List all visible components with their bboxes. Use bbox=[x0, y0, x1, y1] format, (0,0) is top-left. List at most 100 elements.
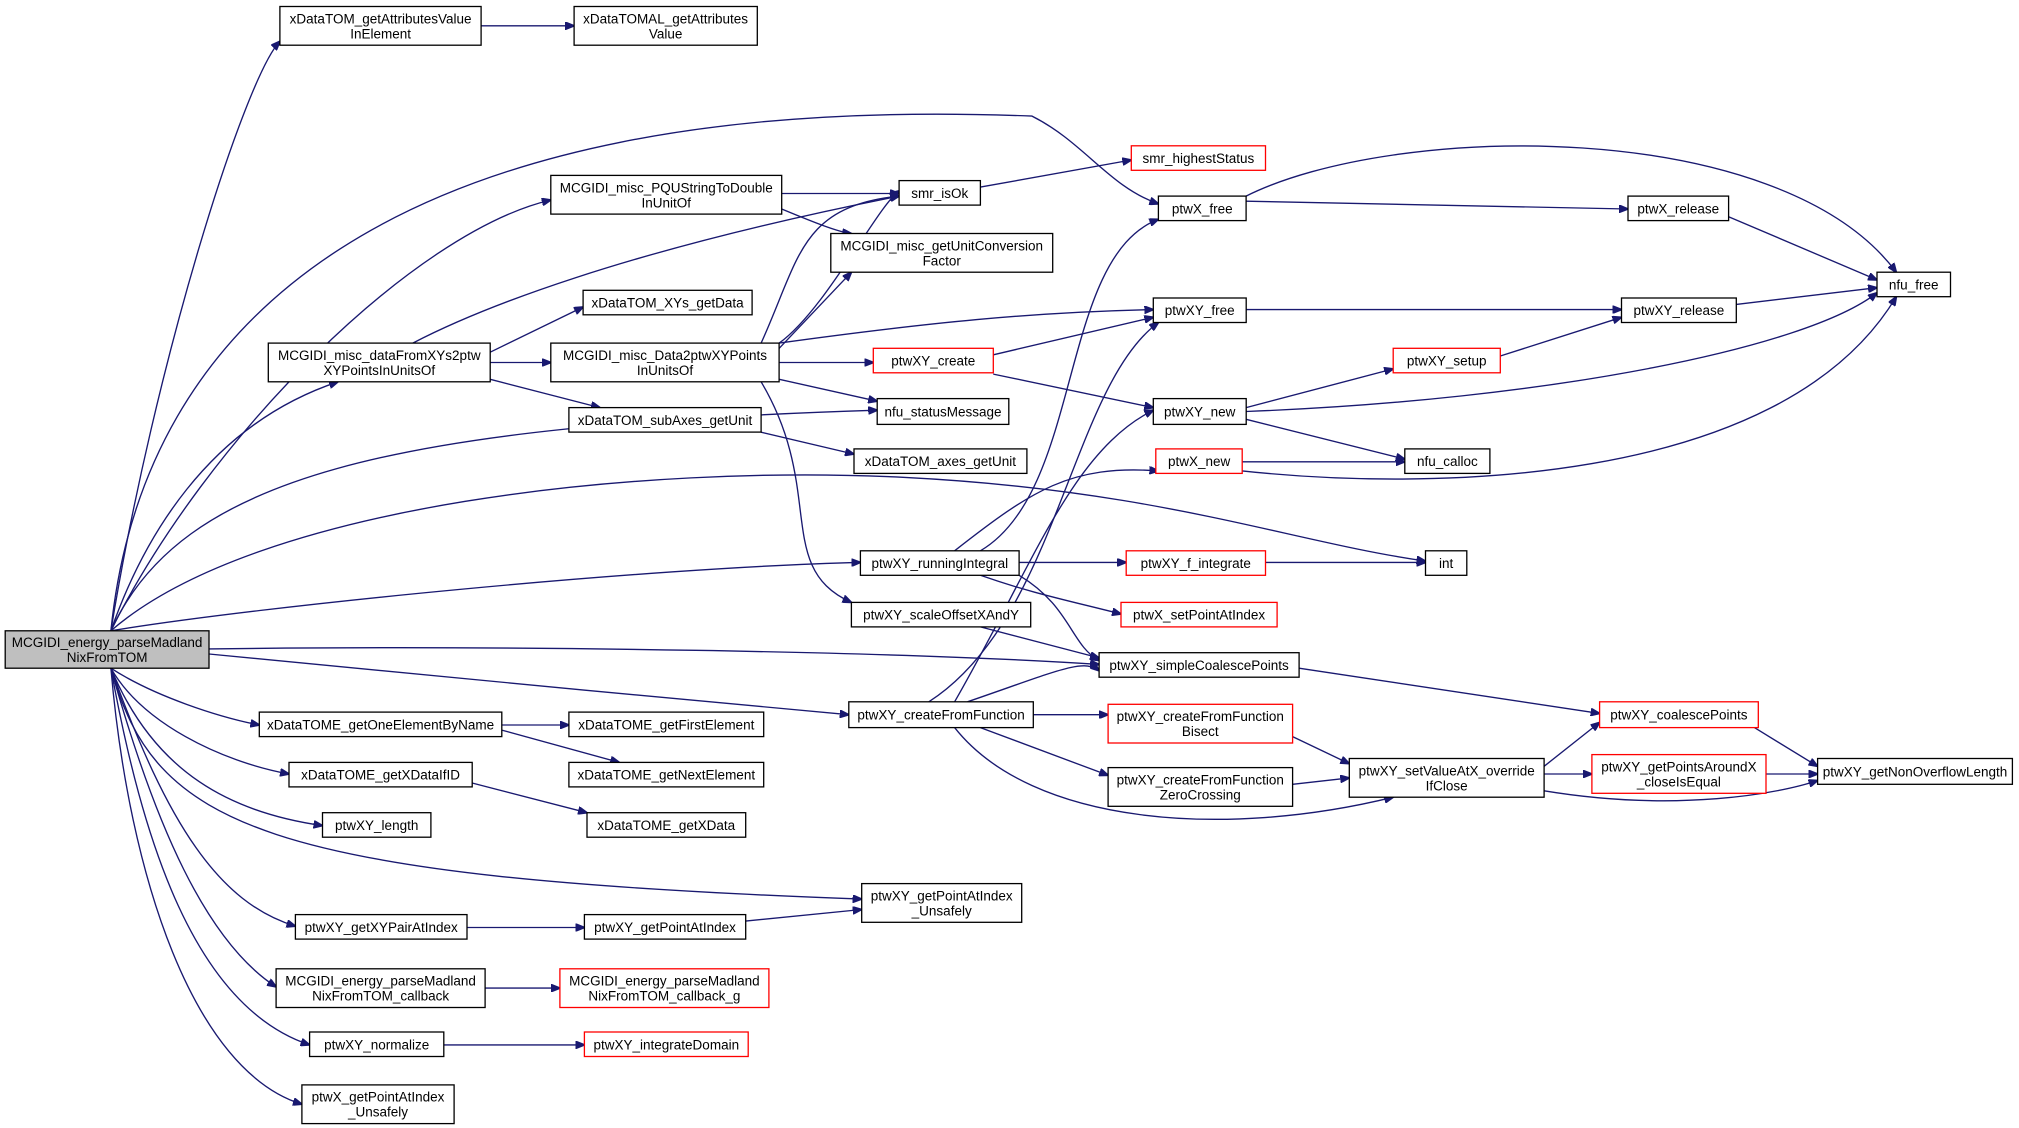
call-edge bbox=[967, 666, 1100, 703]
function-node-create-from-fn[interactable]: ptwXY_createFromFunction bbox=[848, 701, 1034, 729]
node-label-line: ptwX_new bbox=[1168, 454, 1231, 469]
function-node-smr-highest[interactable]: smr_highestStatus bbox=[1130, 145, 1267, 171]
call-edge bbox=[110, 668, 276, 987]
function-node-callback-g[interactable]: MCGIDI_energy_parseMadlandNixFromTOM_cal… bbox=[559, 968, 770, 1009]
function-node-xy-pair-at[interactable]: ptwXY_getXYPairAtIndex bbox=[294, 913, 468, 940]
call-edge bbox=[760, 431, 854, 454]
function-node-nfu-status[interactable]: nfu_statusMessage bbox=[876, 397, 1010, 426]
node-label-line: ptwXY_free bbox=[1165, 303, 1235, 318]
node-label-line: _closeIsEqual bbox=[1636, 775, 1721, 790]
edge-layer bbox=[110, 26, 1896, 1104]
node-box bbox=[288, 761, 473, 788]
call-edge bbox=[110, 667, 296, 926]
call-edge bbox=[110, 410, 877, 632]
function-node-nfu-free[interactable]: nfu_free bbox=[1876, 271, 1952, 298]
node-label-line: ptwXY_create bbox=[891, 354, 975, 369]
call-edge bbox=[928, 323, 1159, 703]
node-box bbox=[872, 347, 994, 374]
function-node-x-data-if-i-d[interactable]: xDataTOME_getXDataIfID bbox=[288, 761, 473, 788]
function-node-ptw-xnew[interactable]: ptwX_new bbox=[1155, 448, 1243, 475]
function-node-simple-coalesce[interactable]: ptwXY_simpleCoalescePoints bbox=[1098, 652, 1300, 678]
call-edge bbox=[471, 782, 587, 813]
call-edge bbox=[1246, 200, 1628, 209]
function-node-get-x-data[interactable]: xDataTOME_getXData bbox=[586, 812, 747, 838]
function-node-smr-is-ok[interactable]: smr_isOk bbox=[898, 179, 982, 206]
function-node-f-integrate[interactable]: ptwXY_f_integrate bbox=[1125, 550, 1267, 576]
call-edge bbox=[412, 196, 899, 344]
function-node-sub-axes[interactable]: xDataTOM_subAxes_getUnit bbox=[568, 406, 762, 433]
node-box bbox=[1591, 753, 1767, 794]
function-node-ptw-x-yfree[interactable]: ptwXY_free bbox=[1152, 297, 1247, 324]
function-node-coalesce[interactable]: ptwXY_coalescePoints bbox=[1598, 701, 1759, 729]
function-node-int[interactable]: int bbox=[1424, 550, 1468, 576]
call-edge bbox=[760, 196, 899, 344]
function-node-xys-get-data[interactable]: xDataTOM_XYs_getData bbox=[582, 289, 753, 316]
function-node-ptw-xfree[interactable]: ptwX_free bbox=[1157, 195, 1247, 222]
function-node-callback[interactable]: MCGIDI_energy_parseMadlandNixFromTOM_cal… bbox=[275, 968, 486, 1009]
node-box bbox=[568, 406, 762, 433]
function-node-ptw-x-ysetup[interactable]: ptwXY_setup bbox=[1392, 347, 1501, 374]
node-label-line: ptwXY_setup bbox=[1407, 354, 1487, 369]
node-label-line: IfClose bbox=[1426, 778, 1468, 793]
node-box bbox=[1152, 297, 1247, 324]
function-node-non-overflow[interactable]: ptwXY_getNonOverflowLength bbox=[1816, 757, 2014, 785]
function-node-one-el-by-name[interactable]: xDataTOME_getOneElementByName bbox=[258, 711, 503, 738]
node-box bbox=[876, 397, 1010, 426]
call-edge bbox=[1500, 317, 1621, 357]
node-label-line: ptwXY_getXYPairAtIndex bbox=[305, 920, 458, 935]
function-node-nfu-calloc[interactable]: nfu_calloc bbox=[1404, 448, 1491, 475]
function-node-integ-domain[interactable]: ptwXY_integrateDomain bbox=[583, 1031, 749, 1058]
function-node-tomal-get-attr[interactable]: xDataTOMAL_getAttributesValue bbox=[573, 5, 758, 46]
node-label-line: NixFromTOM_callback bbox=[312, 989, 449, 1004]
node-label-line: ptwXY_getPointsAroundX bbox=[1601, 760, 1756, 775]
node-label-line: _Unsafely bbox=[347, 1105, 408, 1120]
node-label-line: nfu_calloc bbox=[1417, 454, 1478, 469]
call-edge bbox=[489, 307, 583, 353]
function-node-ptw-xrelease[interactable]: ptwX_release bbox=[1627, 195, 1730, 222]
node-label-line: InUnitsOf bbox=[637, 363, 694, 378]
call-edge bbox=[208, 653, 849, 715]
call-edge bbox=[1292, 778, 1350, 785]
function-node-set-point-at[interactable]: ptwX_setPointAtIndex bbox=[1120, 601, 1278, 628]
call-edge bbox=[778, 272, 851, 349]
function-node-x-unsafely[interactable]: ptwX_getPointAtIndex_Unsafely bbox=[301, 1084, 455, 1125]
node-label-line: ptwXY_createFromFunction bbox=[1117, 772, 1284, 787]
function-node-axes-get-unit[interactable]: xDataTOM_axes_getUnit bbox=[853, 448, 1028, 475]
call-edge bbox=[954, 727, 1394, 820]
function-node-pt-at[interactable]: ptwXY_getPointAtIndex bbox=[583, 913, 747, 940]
node-label-line: MCGIDI_misc_getUnitConversion bbox=[840, 238, 1043, 253]
node-label-line: ptwX_free bbox=[1172, 201, 1233, 216]
function-node-xy-length[interactable]: ptwXY_length bbox=[321, 812, 432, 838]
node-label-line: xDataTOM_axes_getUnit bbox=[865, 454, 1017, 469]
function-node-run-int[interactable]: ptwXY_runningIntegral bbox=[859, 550, 1020, 576]
node-label-line: ptwXY_setValueAtX_override bbox=[1359, 763, 1535, 778]
node-box bbox=[568, 711, 765, 738]
function-node-scale-offset[interactable]: ptwXY_scaleOffsetXAndY bbox=[850, 601, 1032, 628]
node-box bbox=[1130, 145, 1267, 171]
function-node-next-el[interactable]: xDataTOME_getNextElement bbox=[568, 761, 765, 788]
function-node-ptw-x-ynew[interactable]: ptwXY_new bbox=[1152, 397, 1247, 426]
function-node-normalize[interactable]: ptwXY_normalize bbox=[308, 1031, 445, 1058]
node-label-line: xDataTOME_getFirstElement bbox=[578, 717, 754, 732]
node-label-line: MCGIDI_energy_parseMadland bbox=[285, 974, 476, 989]
node-box bbox=[1348, 757, 1545, 798]
call-edge bbox=[779, 310, 1153, 344]
function-node-pt-unsafely[interactable]: ptwXY_getPointAtIndex_Unsafely bbox=[861, 882, 1023, 923]
function-node-ptw-x-yrelease[interactable]: ptwXY_release bbox=[1620, 297, 1737, 324]
function-node-points-around[interactable]: ptwXY_getPointsAroundX_closeIsEqual bbox=[1591, 753, 1767, 794]
call-edge bbox=[110, 200, 551, 632]
node-box bbox=[583, 1031, 749, 1058]
node-box bbox=[550, 342, 780, 383]
function-node-ptw-x-ycreate[interactable]: ptwXY_create bbox=[872, 347, 994, 374]
node-label-line: ptwXY_coalescePoints bbox=[1610, 708, 1748, 723]
function-node-first-el[interactable]: xDataTOME_getFirstElement bbox=[568, 711, 765, 738]
function-node-data-from-x-ys[interactable]: MCGIDI_misc_dataFromXYs2ptwXYPointsInUni… bbox=[267, 342, 491, 383]
